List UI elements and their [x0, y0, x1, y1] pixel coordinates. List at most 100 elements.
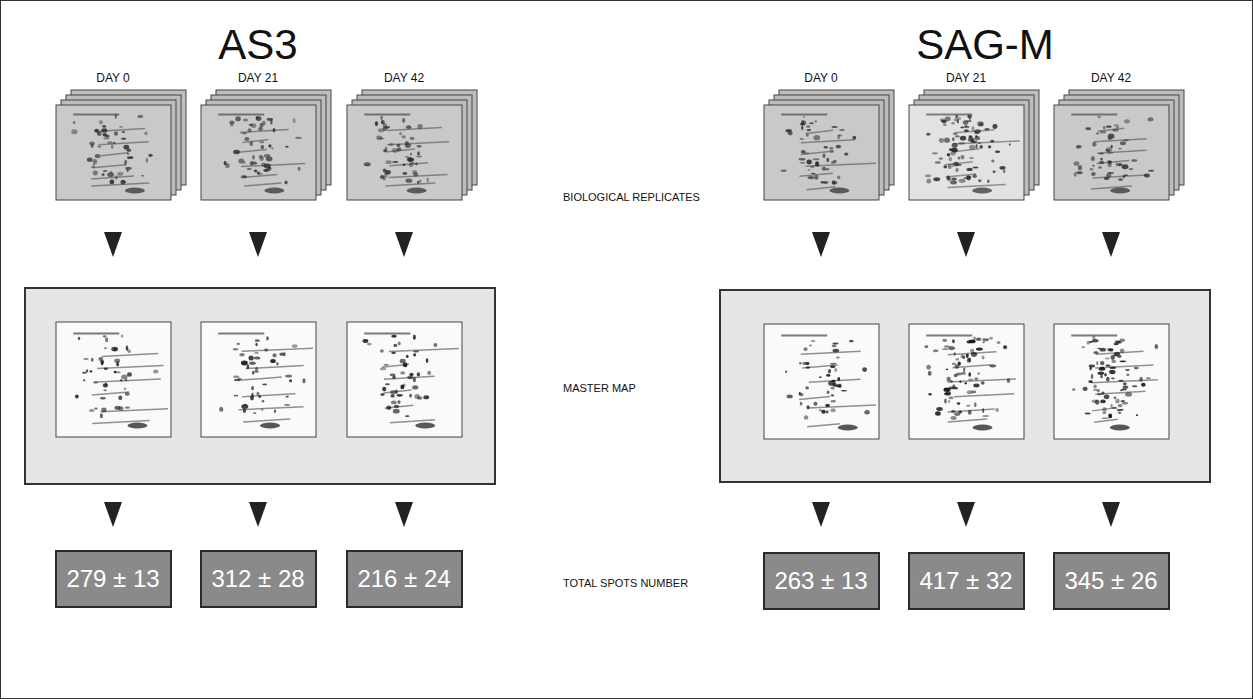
- protein-spot: [253, 412, 257, 414]
- protein-spot: [1120, 389, 1122, 391]
- protein-spot: [939, 138, 944, 143]
- protein-spot: [1097, 348, 1100, 350]
- protein-spot: [427, 177, 429, 182]
- protein-spot: [416, 156, 422, 158]
- protein-spot: [988, 145, 991, 148]
- protein-spot: [78, 337, 81, 340]
- protein-spot: [806, 125, 810, 128]
- protein-spot: [1117, 409, 1123, 411]
- protein-spot: [380, 349, 384, 353]
- protein-spot: [367, 343, 372, 346]
- protein-spot: [118, 395, 122, 400]
- gel-background: [764, 324, 879, 439]
- spot-count-box: 417 ± 32: [908, 552, 1025, 610]
- protein-band: [73, 333, 119, 335]
- protein-spot: [270, 359, 276, 363]
- protein-band: [218, 333, 264, 335]
- protein-spot: [968, 410, 972, 415]
- protein-spot: [928, 371, 932, 376]
- protein-spot: [981, 381, 985, 385]
- protein-spot: [1092, 165, 1094, 167]
- protein-spot: [417, 396, 422, 399]
- protein-spot: [110, 171, 113, 174]
- protein-streak: [93, 165, 126, 168]
- protein-spot: [990, 140, 994, 143]
- protein-spot: [997, 341, 1001, 344]
- protein-streak: [240, 129, 289, 132]
- protein-spot: [949, 157, 953, 161]
- protein-spot: [821, 410, 825, 414]
- protein-spot: [266, 336, 268, 340]
- protein-spot: [380, 175, 384, 179]
- protein-spot: [973, 337, 975, 341]
- protein-spot: [948, 400, 950, 403]
- protein-spot: [976, 337, 981, 341]
- protein-spot: [114, 131, 118, 135]
- protein-spot: [103, 390, 107, 392]
- protein-spot: [1097, 372, 1104, 375]
- protein-spot: [953, 132, 958, 135]
- protein-spot: [950, 416, 956, 420]
- protein-spot: [399, 132, 402, 135]
- protein-spot: [785, 370, 787, 372]
- protein-spot: [1110, 188, 1130, 194]
- protein-spot: [830, 386, 834, 389]
- protein-spot: [83, 358, 89, 360]
- protein-spot: [952, 137, 954, 141]
- protein-spot: [427, 371, 431, 375]
- protein-spot: [961, 354, 965, 358]
- protein-spot: [844, 152, 848, 155]
- protein-spot: [815, 162, 818, 164]
- protein-spot: [1101, 392, 1104, 395]
- protein-spot: [1108, 413, 1112, 418]
- protein-spot: [384, 173, 388, 178]
- protein-streak: [101, 153, 128, 156]
- protein-spot: [87, 157, 93, 161]
- protein-spot: [412, 170, 417, 174]
- protein-spot: [233, 348, 239, 351]
- protein-spot: [1003, 345, 1007, 349]
- protein-spot: [965, 120, 971, 122]
- protein-spot: [127, 148, 132, 152]
- protein-spot: [126, 346, 129, 351]
- protein-spot: [970, 141, 977, 143]
- protein-spot: [1117, 341, 1122, 344]
- protein-spot: [99, 120, 103, 124]
- protein-spot: [146, 158, 149, 163]
- protein-spot: [233, 376, 239, 378]
- protein-spot: [406, 355, 409, 358]
- protein-spot: [1109, 370, 1115, 374]
- protein-spot: [256, 392, 259, 396]
- protein-streak: [236, 149, 267, 152]
- protein-band: [781, 335, 827, 337]
- protein-spot: [982, 338, 989, 341]
- protein-streak: [1097, 161, 1130, 164]
- protein-spot: [434, 343, 438, 347]
- protein-spot: [120, 180, 125, 185]
- protein-spot: [852, 136, 856, 140]
- protein-spot: [785, 129, 791, 132]
- protein-spot: [806, 160, 811, 165]
- protein-spot: [838, 425, 858, 431]
- protein-spot: [995, 150, 1000, 153]
- flow-arrow: [249, 232, 267, 257]
- protein-spot: [259, 156, 264, 161]
- protein-spot: [862, 367, 867, 372]
- protein-spot: [1148, 117, 1154, 121]
- protein-spot: [125, 392, 130, 395]
- protein-spot: [403, 362, 408, 367]
- protein-spot: [392, 161, 398, 163]
- protein-spot: [266, 157, 273, 162]
- protein-spot: [933, 177, 940, 181]
- protein-spot: [1098, 116, 1101, 118]
- protein-streak: [946, 174, 976, 177]
- protein-spot: [383, 149, 387, 152]
- protein-spot: [974, 129, 981, 133]
- protein-spot: [391, 394, 395, 397]
- protein-spot: [955, 168, 958, 172]
- protein-spot: [102, 173, 105, 176]
- protein-spot: [1106, 126, 1112, 128]
- gel-background: [347, 322, 462, 437]
- protein-spot: [1072, 388, 1075, 391]
